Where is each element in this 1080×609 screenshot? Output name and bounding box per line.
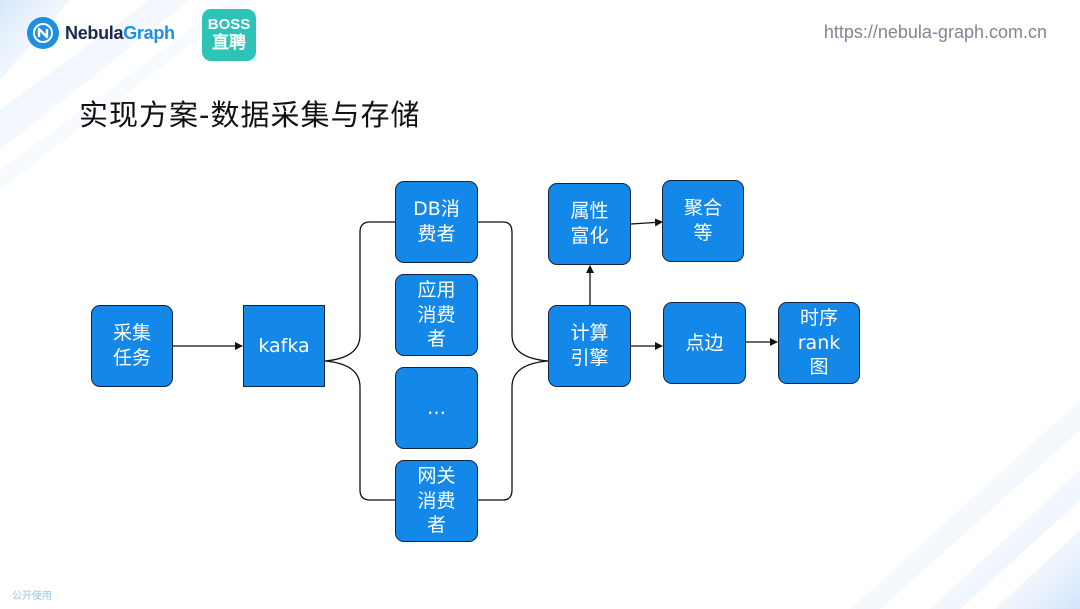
node-compute-engine: 计算 引擎 (548, 305, 631, 387)
node-point-edge: 点边 (663, 302, 746, 384)
node-db-consumer: DB消 费者 (395, 181, 478, 263)
arrow-attr-enrich-to-aggregate (630, 218, 663, 227)
node-timeseries-rank-graph: 时序 rank 图 (778, 302, 860, 384)
node-kafka: kafka (243, 305, 325, 387)
node-aggregate: 聚合 等 (662, 180, 744, 262)
logo-wordmark: NebulaGraph (65, 23, 175, 44)
node-app-consumer: 应用 消费 者 (395, 274, 478, 356)
boss-logo-line2: 直聘 (212, 32, 246, 52)
right-brace (478, 221, 549, 501)
slide-title: 实现方案-数据采集与存储 (79, 98, 421, 132)
website-url: https://nebula-graph.com.cn (823, 22, 1047, 42)
left-brace (324, 221, 396, 501)
nebula-logo-icon (27, 17, 59, 49)
logo-prefix: Nebula (65, 22, 124, 43)
node-collect-task: 采集 任务 (91, 305, 173, 387)
node-ellipsis: … (395, 367, 478, 449)
boss-zhipin-logo: BOSS 直聘 (202, 9, 256, 61)
node-attribute-enrichment: 属性 富化 (548, 183, 631, 265)
boss-logo-line1: BOSS (207, 16, 251, 34)
node-gateway-consumer: 网关 消费 者 (395, 460, 478, 542)
nebulagraph-logo: NebulaGraph (27, 17, 175, 49)
footer-label: 公开使用 (12, 591, 52, 602)
logo-suffix: Graph (123, 22, 175, 43)
